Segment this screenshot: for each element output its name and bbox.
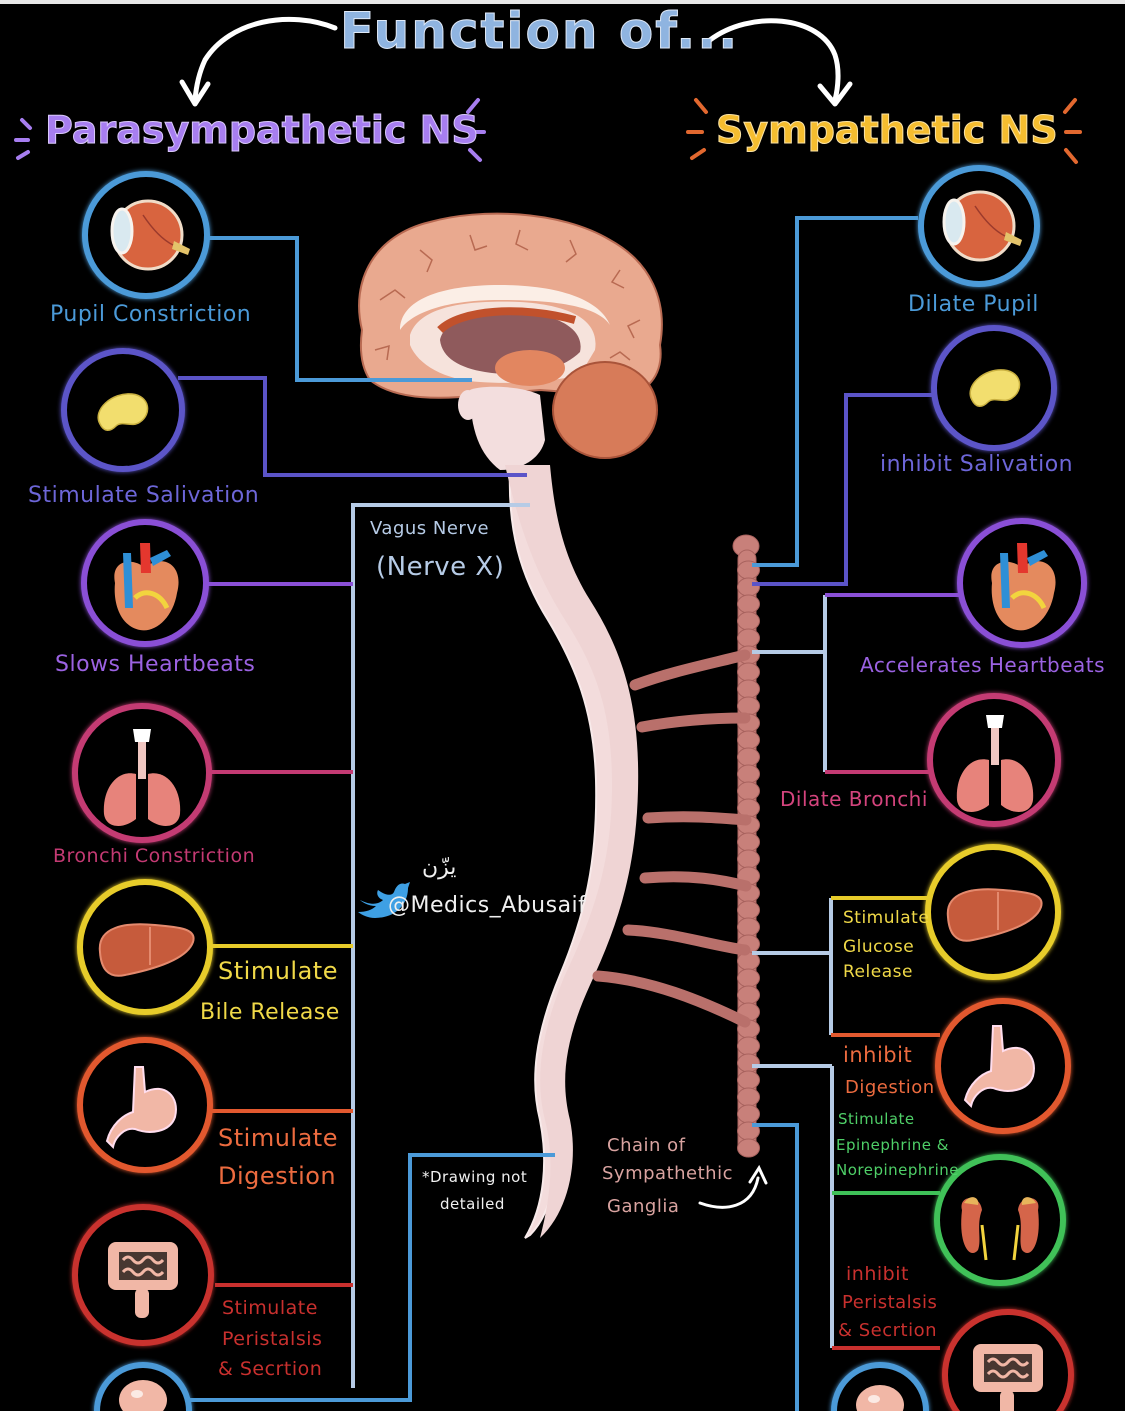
symp-label-glucose-3: Release xyxy=(843,962,913,982)
ganglion-bead xyxy=(737,628,760,648)
symp-label-glucose-1: Stimulate xyxy=(843,908,930,928)
ganglia-arrowhead xyxy=(748,1164,768,1185)
sympathetic-sparkles xyxy=(686,98,1082,164)
arabic-signature: يزّن xyxy=(422,855,457,880)
symp-label-epinephrine-1: Stimulate xyxy=(838,1110,915,1128)
top-border xyxy=(0,0,1125,4)
symp-label-peristalsis-1: inhibit xyxy=(846,1263,909,1285)
parasympathetic-organ-circles xyxy=(61,171,214,1411)
ganglion-bead xyxy=(737,985,760,1005)
symp-label-peristalsis-2: Peristalsis xyxy=(842,1292,938,1313)
para-label-pupil: Pupil Constriction xyxy=(50,302,252,327)
ganglion-bead xyxy=(737,696,760,716)
ganglia-label-1: Chain of xyxy=(607,1135,686,1156)
parasympathetic-connectors xyxy=(178,236,555,1402)
symp-label-glucose-2: Glucose xyxy=(843,937,915,957)
symp-adrenal-circle xyxy=(934,1154,1066,1286)
ganglion-bead xyxy=(737,1087,760,1107)
para-label-digestion-2: Digestion xyxy=(218,1162,337,1190)
twitter-bird-icon xyxy=(358,882,410,918)
ganglion-bead xyxy=(737,968,760,988)
sympathetic-connectors xyxy=(752,216,962,1411)
arrow-to-parasympathetic xyxy=(192,16,338,103)
rami-communicantes xyxy=(592,649,752,1028)
para-label-bronchi: Bronchi Constriction xyxy=(53,845,256,867)
vagus-nerve-number: (Nerve X) xyxy=(376,552,505,582)
ganglion-bead xyxy=(737,730,760,750)
ganglion-bead xyxy=(737,747,760,767)
sympathetic-ganglia-chain xyxy=(732,534,760,1158)
ganglion-bead xyxy=(737,1104,760,1124)
arrow-to-sympathetic xyxy=(707,18,841,103)
ganglion-bead xyxy=(737,1138,760,1158)
ganglion-bead xyxy=(737,611,760,631)
para-label-salivation: Stimulate Salivation xyxy=(28,483,260,508)
ganglion-bead xyxy=(737,764,760,784)
ganglion-bead xyxy=(737,679,760,699)
para-label-peristalsis-2: Peristalsis xyxy=(222,1328,323,1350)
symp-label-heart: Accelerates Heartbeats xyxy=(860,653,1106,677)
drawing-note-line1: *Drawing not xyxy=(422,1168,528,1186)
symp-label-digestion-1: inhibit xyxy=(843,1043,913,1067)
para-label-heart: Slows Heartbeats xyxy=(55,652,256,677)
ganglion-bead xyxy=(737,594,760,614)
page-title: Function of... xyxy=(339,2,740,61)
ganglion-bead xyxy=(737,1070,760,1090)
ganglion-bead xyxy=(737,662,760,682)
brain-illustration xyxy=(358,212,663,470)
symp-label-epinephrine-2: Epinephrine & xyxy=(836,1136,949,1154)
para-label-peristalsis-3: & Secrtion xyxy=(218,1358,323,1380)
symp-label-bronchi: Dilate Bronchi xyxy=(780,787,928,811)
arrowhead-left xyxy=(179,79,211,107)
arrowhead-right xyxy=(817,81,853,107)
ganglia-label-3: Ganglia xyxy=(607,1196,680,1217)
ganglion-bead xyxy=(737,849,760,869)
ganglia-arrow xyxy=(698,1176,760,1209)
para-label-peristalsis-1: Stimulate xyxy=(222,1297,318,1319)
ganglion-bead xyxy=(737,900,760,920)
symp-label-pupil: Dilate Pupil xyxy=(908,292,1039,317)
ganglion-bead xyxy=(737,917,760,937)
twitter-handle: @Medics_Abusaif xyxy=(388,893,587,918)
parasympathetic-heading: Parasympathetic NS xyxy=(45,108,480,153)
vagus-nerve-label: Vagus Nerve xyxy=(370,518,490,539)
ganglia-label-2: Sympathethic xyxy=(602,1163,733,1184)
ganglion-bead xyxy=(737,832,760,852)
para-label-bile-2: Bile Release xyxy=(200,1000,340,1025)
symp-label-epinephrine-3: Norepinephrine xyxy=(836,1161,959,1179)
para-label-bile-1: Stimulate xyxy=(218,957,338,985)
symp-label-peristalsis-3: & Secrtion xyxy=(838,1320,938,1341)
para-label-digestion-1: Stimulate xyxy=(218,1124,338,1152)
ganglion-bead xyxy=(737,781,760,801)
sympathetic-heading: Sympathetic NS xyxy=(716,108,1059,153)
drawing-note-line2: detailed xyxy=(440,1195,505,1213)
ganglion-bead xyxy=(737,577,760,597)
symp-label-digestion-2: Digestion xyxy=(845,1077,935,1098)
symp-label-salivation: inhibit Salivation xyxy=(880,452,1074,477)
parasympathetic-sparkles xyxy=(14,98,486,162)
ganglion-bead xyxy=(737,1036,760,1056)
ganglion-bead xyxy=(737,1053,760,1073)
